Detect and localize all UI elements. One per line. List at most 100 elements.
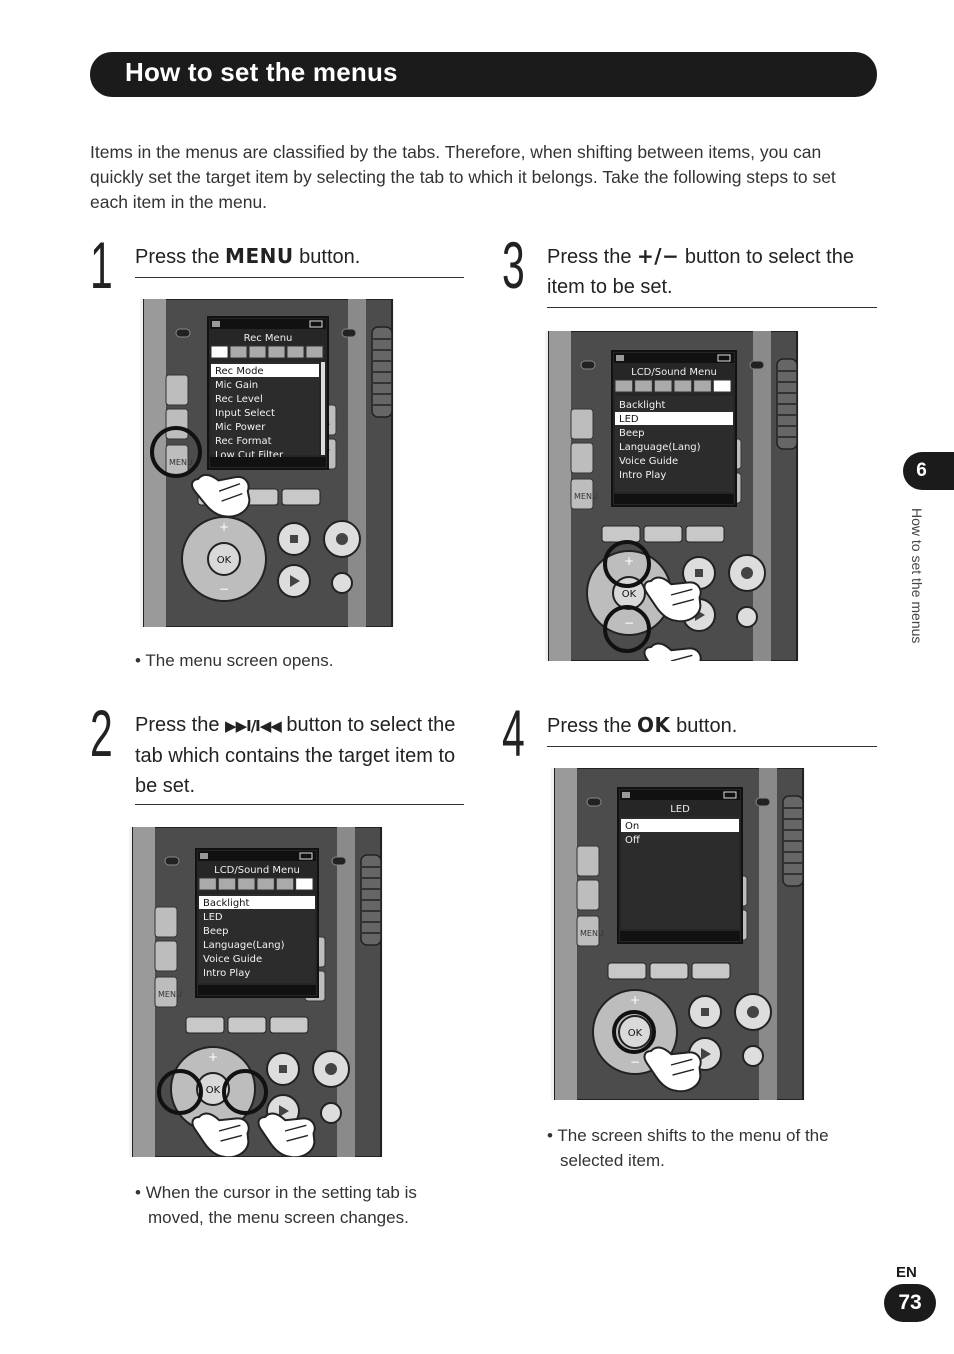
menu-item: Rec Format <box>215 436 272 447</box>
device-side-edge <box>555 768 577 1100</box>
pointing-hand-icon <box>643 1046 702 1093</box>
menu-key-label: MENU <box>225 244 294 268</box>
record-icon <box>747 1006 759 1018</box>
home-icon <box>165 374 189 406</box>
menu-tab <box>198 877 217 891</box>
chapter-side-label: How to set the menus <box>909 508 925 644</box>
led-left <box>164 856 180 866</box>
led-left <box>175 328 191 338</box>
step-2-suffix: button to select the tab which contains … <box>135 714 456 797</box>
step-4-note-text: The screen shifts to the menu of the sel… <box>557 1126 829 1170</box>
status-bar <box>210 319 326 329</box>
menu-tab <box>217 877 237 891</box>
menu-tab <box>210 345 229 359</box>
small-button <box>331 572 353 594</box>
menu-button-label: MENU <box>580 929 604 938</box>
menu-item: Voice Guide <box>203 954 262 965</box>
record-icon <box>336 533 348 545</box>
stop-icon <box>695 569 703 577</box>
step-2-number: 2 <box>90 696 113 770</box>
menu-tab <box>673 379 693 393</box>
menu-item: Beep <box>619 428 645 439</box>
language-code: EN <box>896 1264 917 1281</box>
screen-footer-bar <box>614 494 734 504</box>
menu-tab <box>248 345 267 359</box>
menu-item: Input Select <box>215 408 275 419</box>
menu-list-area <box>621 817 739 929</box>
step-2-text: Press the ▶▶I/I◀◀ button to select the t… <box>135 710 465 801</box>
menu-tab <box>693 379 712 393</box>
menu-button <box>576 915 600 947</box>
list-icon <box>165 408 189 440</box>
menu-tab <box>634 379 653 393</box>
led-right <box>749 360 765 370</box>
highlight-ring <box>612 1010 656 1054</box>
function-button <box>281 488 321 506</box>
home-icon <box>154 906 178 938</box>
menu-item: LED <box>619 414 639 425</box>
ok-button <box>196 1072 230 1106</box>
stop-icon <box>290 535 298 543</box>
battery-icon <box>717 354 731 362</box>
menu-tab <box>614 379 634 393</box>
submenu-title: LED <box>670 804 690 815</box>
menu-item: Mic Power <box>215 422 266 433</box>
function-buttons <box>185 1016 309 1034</box>
function-button <box>643 525 683 543</box>
menu-tabs <box>210 345 324 359</box>
led-left <box>586 797 602 807</box>
menu-tabs <box>198 877 314 891</box>
step-3-number: 3 <box>502 228 525 302</box>
control-pad: OK+− <box>181 516 267 602</box>
step-3-rule <box>547 307 877 308</box>
battery-icon <box>723 791 737 799</box>
function-button <box>269 1016 309 1034</box>
menu-button-label: MENU <box>574 492 598 501</box>
transport-buttons <box>266 1050 350 1128</box>
menu-button-label: MENU <box>158 990 182 999</box>
menu-item: Beep <box>203 926 229 937</box>
small-button <box>736 606 758 628</box>
led-right <box>755 797 771 807</box>
highlight-ring <box>150 426 202 478</box>
led-right <box>331 856 347 866</box>
menu-button <box>570 478 594 510</box>
small-button <box>320 1102 342 1124</box>
page-number: 73 <box>884 1284 936 1322</box>
card-icon <box>212 321 220 327</box>
device-side-edge <box>549 331 571 661</box>
highlight-ring <box>603 540 651 588</box>
menu-item: Off <box>625 835 641 846</box>
card-icon <box>200 853 208 859</box>
ok-key-label: OK <box>637 713 671 737</box>
status-bar <box>198 851 316 861</box>
step-2-rule <box>135 804 464 805</box>
menu-item: Intro Play <box>619 470 666 481</box>
menu-tab <box>256 877 275 891</box>
menu-item: LED <box>203 912 223 923</box>
menu-item: Voice Guide <box>619 456 678 467</box>
pointing-hand-icon <box>643 642 702 661</box>
menu-button-label: MENU <box>169 458 193 467</box>
stop-icon <box>701 1008 709 1016</box>
battery-icon <box>299 852 313 860</box>
led-right <box>341 328 357 338</box>
highlight-ring <box>603 605 651 653</box>
function-buttons <box>607 962 731 980</box>
step-2-note-text: When the cursor in the setting tab is mo… <box>145 1183 417 1227</box>
selected-item-highlight <box>211 364 319 377</box>
ok-button-label: OK <box>622 589 637 600</box>
menu-list-area <box>211 362 319 455</box>
selected-item-highlight <box>199 896 315 909</box>
step-1-prefix: Press the <box>135 246 226 268</box>
menu-tabs <box>614 379 732 393</box>
list-icon <box>576 879 600 911</box>
